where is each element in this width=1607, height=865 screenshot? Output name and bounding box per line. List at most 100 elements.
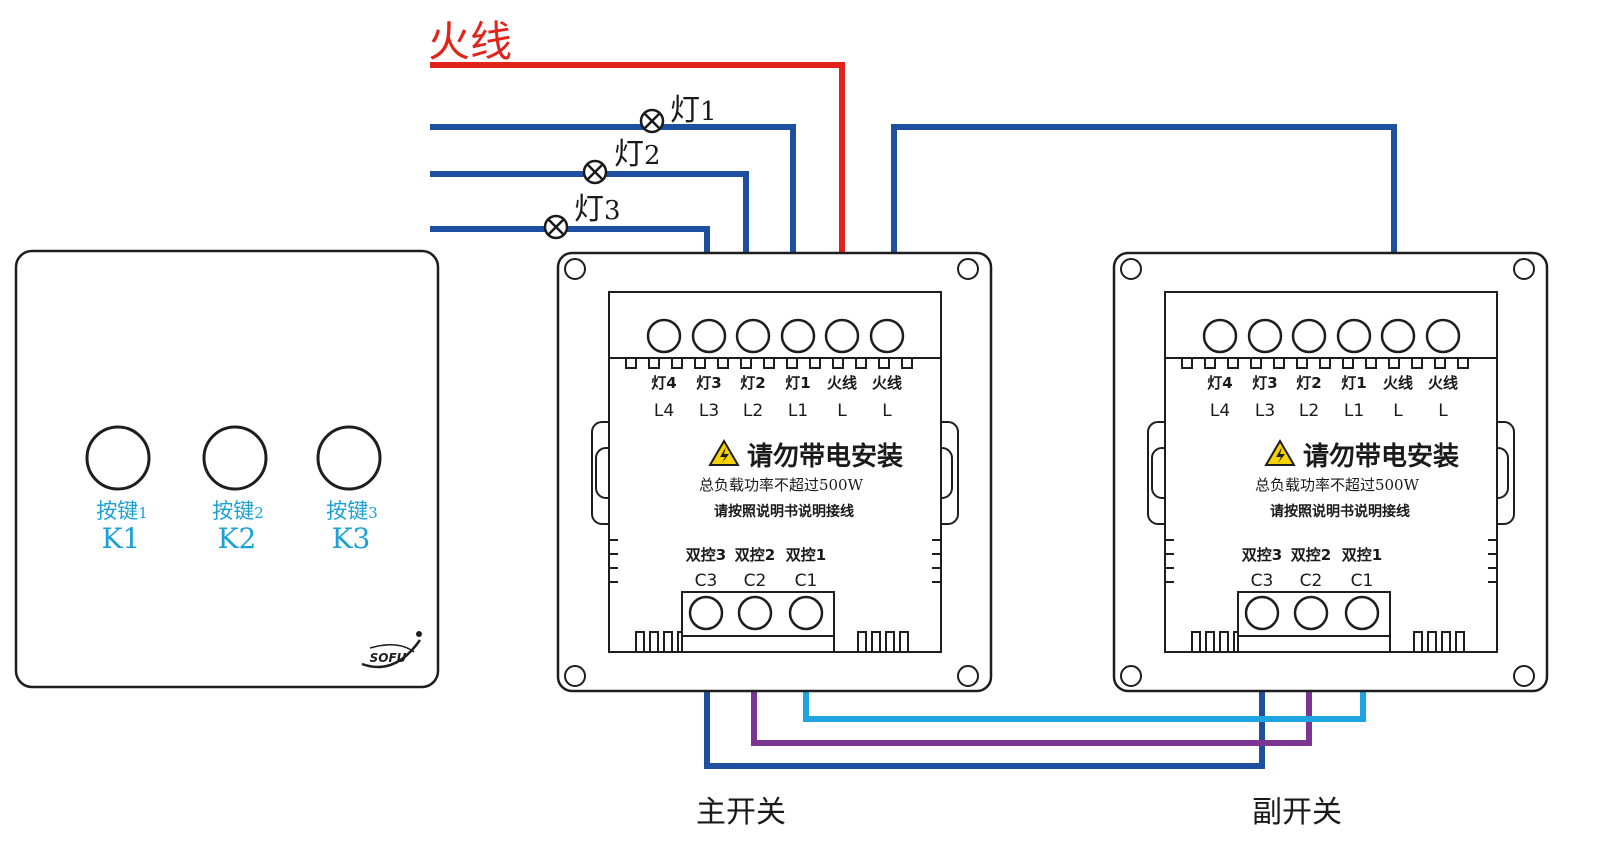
lamp-1-label: 灯1 — [670, 93, 717, 128]
terminal-clamp — [855, 357, 867, 369]
top-terminal-cn: 灯2 — [1296, 374, 1321, 392]
terminal-screw-icon — [1247, 318, 1283, 354]
screw-hole-icon — [957, 258, 979, 280]
top-terminal-code: L3 — [699, 401, 719, 421]
lamp-2-symbol — [582, 159, 608, 185]
terminal-screw-icon — [1244, 595, 1280, 631]
terminal-clamp — [832, 357, 844, 369]
lamp-3-symbol — [543, 214, 569, 240]
top-terminal-code: L1 — [1344, 401, 1364, 421]
terminal-clamp — [625, 357, 637, 369]
key-3[interactable]: 按键3 K3 — [316, 425, 382, 555]
terminal-clamp — [763, 357, 775, 369]
wires: 火线 灯1 灯2 灯3 — [428, 17, 1397, 769]
terminal-clamp — [901, 357, 913, 369]
terminal-screw-icon — [688, 595, 724, 631]
screw-hole-icon — [564, 665, 586, 687]
live-wire — [430, 62, 845, 290]
terminal-clamp — [1250, 357, 1262, 369]
terminal-screw-icon — [780, 318, 816, 354]
key-3-label: 按键3 — [326, 499, 378, 523]
terminal-screw-icon — [737, 595, 773, 631]
lamp-3-label: 灯3 — [574, 192, 621, 227]
top-terminal-cn: 灯4 — [651, 374, 676, 392]
screw-hole-icon — [1513, 665, 1535, 687]
key-2-code: K2 — [218, 522, 257, 555]
top-terminal-code: L — [1393, 401, 1403, 421]
top-terminal-code: L — [837, 401, 847, 421]
brand-logo-text: SOFU — [370, 651, 407, 665]
bottom-terminal-cn: 双控2 — [1291, 546, 1331, 564]
bottom-terminal-cn: 双控1 — [1342, 546, 1382, 564]
terminal-clamp — [1457, 357, 1469, 369]
warning-title: 请勿带电安装 — [747, 442, 903, 472]
top-terminal-cn: 火线 — [872, 374, 902, 392]
key-1-code: K1 — [102, 522, 141, 555]
top-terminal-cn: 灯2 — [740, 374, 765, 392]
lamp-2-label: 灯2 — [614, 137, 661, 172]
warning-load: 总负载功率不超过500W — [1255, 476, 1420, 494]
key-3-button[interactable] — [316, 425, 382, 491]
terminal-clamp — [1388, 357, 1400, 369]
terminal-screw-icon — [691, 318, 727, 354]
top-terminal-code: L4 — [654, 401, 674, 421]
lamp-2-wire — [430, 171, 749, 290]
main-switch-module: 灯4L4灯3L3灯2L2灯1L1火线L火线L请勿带电安装总负载功率不超过500W… — [556, 251, 993, 830]
live-bridge-wire — [891, 124, 1397, 290]
terminal-clamp — [648, 357, 660, 369]
top-terminal-code: L2 — [743, 401, 763, 421]
bottom-terminal-code: C2 — [1300, 571, 1323, 591]
bottom-terminal-code: C1 — [795, 571, 818, 591]
bottom-terminal-code: C2 — [744, 571, 767, 591]
top-terminal-cn: 灯4 — [1207, 374, 1232, 392]
bottom-terminal-code: C1 — [1351, 571, 1374, 591]
terminal-clamp — [1273, 357, 1285, 369]
terminal-clamp — [1227, 357, 1239, 369]
bottom-terminal-cn: 双控1 — [786, 546, 826, 564]
top-terminal-code: L3 — [1255, 401, 1275, 421]
terminal-clamp — [717, 357, 729, 369]
lamp-1-symbol — [639, 108, 665, 134]
bottom-terminal-code: C3 — [1251, 571, 1274, 591]
screw-hole-icon — [1513, 258, 1535, 280]
sub-switch-module: 灯4L4灯3L3灯2L2灯1L1火线L火线L请勿带电安装总负载功率不超过500W… — [1112, 251, 1549, 830]
terminal-screw-icon — [735, 318, 771, 354]
key-2-button[interactable] — [202, 425, 268, 491]
key-1-button[interactable] — [85, 425, 151, 491]
top-terminal-cn: 灯3 — [696, 374, 721, 392]
module-caption: 副开关 — [1252, 795, 1342, 830]
warning-note: 请按照说明书说明接线 — [714, 503, 854, 520]
terminal-clamp — [671, 357, 683, 369]
warning-title: 请勿带电安装 — [1303, 442, 1459, 472]
key-3-code: K3 — [332, 522, 371, 555]
terminal-screw-icon — [1380, 318, 1416, 354]
switch-panel: 按键1 K1 按键2 K2 按键3 K3 SOFU — [14, 249, 440, 689]
top-terminal-code: L — [882, 401, 892, 421]
lamp-1-wire — [430, 124, 796, 290]
key-1-label: 按键1 — [96, 499, 148, 523]
terminal-clamp — [1411, 357, 1423, 369]
terminal-clamp — [1365, 357, 1377, 369]
screw-hole-icon — [1120, 665, 1142, 687]
terminal-clamp — [740, 357, 752, 369]
bottom-terminal-cn: 双控2 — [735, 546, 775, 564]
terminal-screw-icon — [869, 318, 905, 354]
terminal-clamp — [878, 357, 890, 369]
key-1[interactable]: 按键1 K1 — [85, 425, 151, 555]
top-terminal-code: L1 — [788, 401, 808, 421]
terminal-clamp — [1342, 357, 1354, 369]
screw-hole-icon — [957, 665, 979, 687]
warning-note: 请按照说明书说明接线 — [1270, 503, 1410, 520]
bottom-terminal-code: C3 — [695, 571, 718, 591]
top-terminal-cn: 火线 — [1383, 374, 1413, 392]
warning-load: 总负载功率不超过500W — [699, 476, 864, 494]
module-caption: 主开关 — [696, 795, 786, 830]
top-terminal-code: L2 — [1299, 401, 1319, 421]
bottom-terminal-cn: 双控3 — [686, 546, 726, 564]
top-terminal-cn: 火线 — [1428, 374, 1458, 392]
top-terminal-cn: 灯1 — [1341, 374, 1366, 392]
terminal-clamp — [694, 357, 706, 369]
screw-hole-icon — [1120, 258, 1142, 280]
key-2[interactable]: 按键2 K2 — [202, 425, 268, 555]
terminal-clamp — [809, 357, 821, 369]
